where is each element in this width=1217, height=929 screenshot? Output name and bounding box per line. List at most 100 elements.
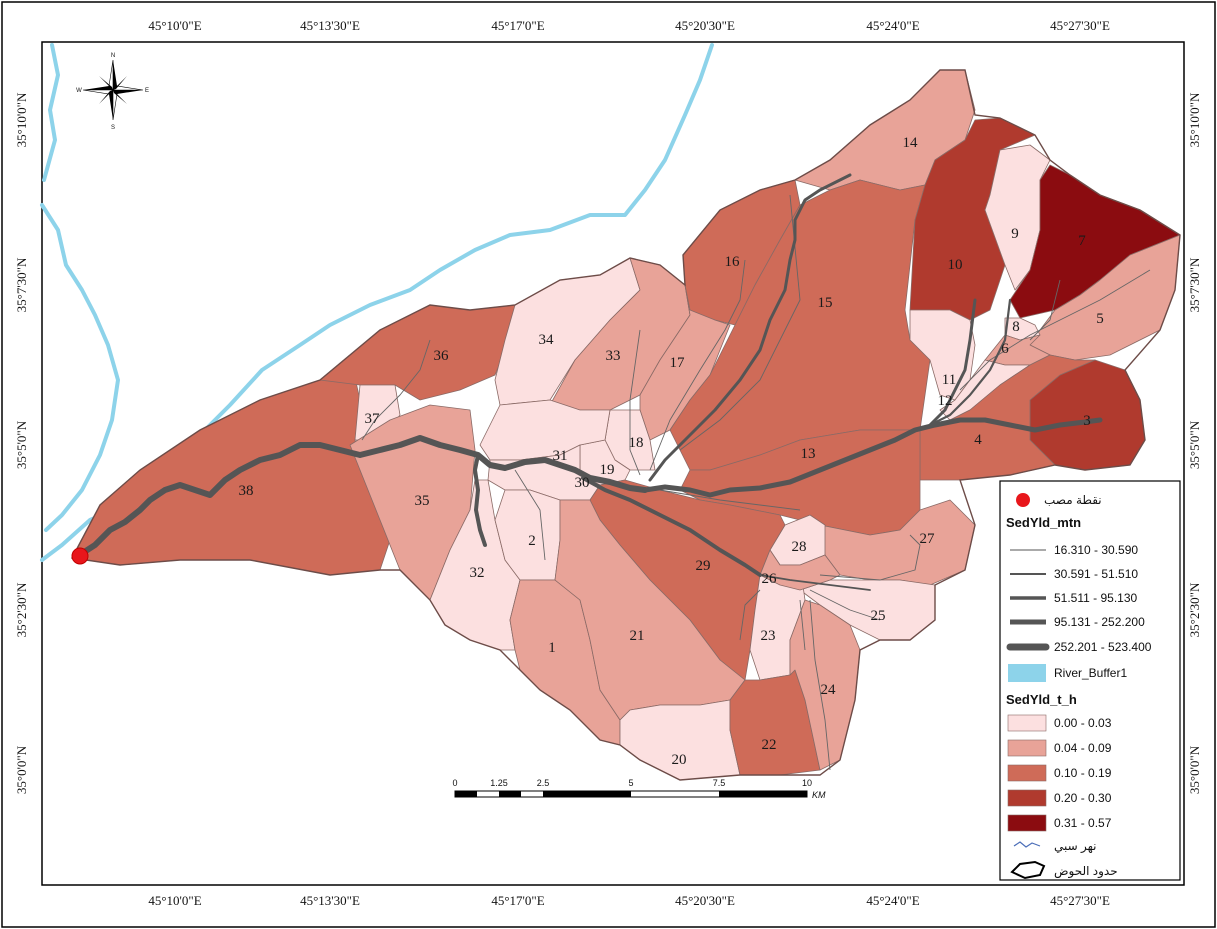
right-lat-label: 35°0'0"N xyxy=(1187,745,1202,794)
left-lat-label: 35°0'0"N xyxy=(14,745,29,794)
subbasin-label: 30 xyxy=(575,475,590,491)
bottom-lon-label: 45°27'30"E xyxy=(1050,893,1110,908)
legend-area-swatch xyxy=(1007,814,1047,832)
outlet-point xyxy=(71,547,89,565)
compass-n: N xyxy=(111,53,115,59)
subbasin-label: 24 xyxy=(821,682,837,698)
legend-stream-symbol xyxy=(1013,841,1041,848)
scale-tick: 1.25 xyxy=(490,778,508,788)
bottom-lon-label: 45°17'0"E xyxy=(491,893,544,908)
compass-e: E xyxy=(145,88,149,94)
subbasin-layer xyxy=(71,69,1181,781)
minor-streams xyxy=(361,194,1151,771)
subbasin-label: 5 xyxy=(1096,311,1104,327)
legend-basin-boundary-symbol xyxy=(1010,860,1046,880)
left-lat-label: 35°10'0"N xyxy=(14,92,29,147)
main-streams xyxy=(75,173,1103,591)
bottom-longitude-labels: 45°10'0"E 45°13'30"E 45°17'0"E 45°20'30"… xyxy=(148,893,1110,908)
subbasin-label: 18 xyxy=(629,435,644,451)
right-lat-label: 35°5'0"N xyxy=(1187,420,1202,469)
scale-unit: KM xyxy=(812,790,826,800)
subbasin-label: 9 xyxy=(1011,226,1019,242)
top-lon-label: 45°27'30"E xyxy=(1050,18,1110,33)
legend-sediment-area-title: SedYld_t_h xyxy=(1006,692,1077,707)
legend-river-buffer-swatch xyxy=(1008,664,1046,682)
subbasin-labels: 1 2 3 4 5 6 7 8 9 10 11 12 13 14 15 16 1… xyxy=(239,135,1104,768)
legend-line-class: 30.591 - 51.510 xyxy=(1054,567,1138,581)
compass-s: S xyxy=(111,125,115,131)
legend-area-class: 0.31 - 0.57 xyxy=(1054,816,1112,830)
subbasin-label: 34 xyxy=(539,332,555,348)
top-lon-label: 45°24'0"E xyxy=(866,18,919,33)
top-longitude-labels: 45°10'0"E 45°13'30"E 45°17'0"E 45°20'30"… xyxy=(148,18,1110,33)
legend-area-class: 0.10 - 0.19 xyxy=(1054,766,1112,780)
subbasin-label: 29 xyxy=(696,558,711,574)
subbasin-label: 11 xyxy=(942,372,956,388)
legend: نقطة مصب SedYld_mtn 16.310 - 30.590 30.5… xyxy=(999,480,1181,881)
top-lon-label: 45°20'30"E xyxy=(675,18,735,33)
subbasin-label: 15 xyxy=(818,295,833,311)
subbasin-label: 35 xyxy=(415,493,430,509)
scale-bar: 0 1.25 2.5 5 7.5 10 KM xyxy=(452,778,826,800)
left-lat-label: 35°2'30"N xyxy=(14,582,29,637)
legend-area-swatch xyxy=(1007,764,1047,782)
subbasin-label: 12 xyxy=(938,393,953,409)
subbasin-label: 37 xyxy=(365,411,381,427)
legend-area-class: 0.20 - 0.30 xyxy=(1054,791,1112,805)
subbasin-label: 31 xyxy=(553,448,568,464)
subbasin-label: 6 xyxy=(1001,341,1009,357)
subbasin-label: 1 xyxy=(548,640,556,656)
right-latitude-labels: 35°10'0"N 35°7'30"N 35°5'0"N 35°2'30"N 3… xyxy=(1187,92,1202,794)
subbasin-label: 14 xyxy=(903,135,919,151)
bottom-lon-label: 45°24'0"E xyxy=(866,893,919,908)
right-lat-label: 35°10'0"N xyxy=(1187,92,1202,147)
top-lon-label: 45°10'0"E xyxy=(148,18,201,33)
legend-sediment-line-title: SedYld_mtn xyxy=(1006,515,1081,530)
scale-tick: 7.5 xyxy=(713,778,726,788)
compass-w: W xyxy=(76,88,82,94)
left-lat-label: 35°7'30"N xyxy=(14,257,29,312)
subbasin-label: 17 xyxy=(670,355,686,371)
legend-outlet-label: نقطة مصب xyxy=(1044,493,1102,507)
bottom-lon-label: 45°13'30"E xyxy=(300,893,360,908)
subbasin-label: 20 xyxy=(672,752,687,768)
subbasin-label: 13 xyxy=(801,446,816,462)
scale-tick: 0 xyxy=(452,778,457,788)
legend-stream-label: نهر سبي xyxy=(1054,839,1097,854)
subbasin-label: 27 xyxy=(920,531,936,547)
basin-boundary xyxy=(70,69,1181,781)
north-arrow: N S E W xyxy=(76,53,149,131)
subbasin-label: 19 xyxy=(600,462,615,478)
legend-basin-boundary-label: حدود الحوض xyxy=(1054,864,1118,879)
subbasin-label: 32 xyxy=(470,565,485,581)
legend-line-class: 51.511 - 95.130 xyxy=(1054,591,1138,605)
legend-river-buffer-label: River_Buffer1 xyxy=(1054,666,1127,680)
right-lat-label: 35°2'30"N xyxy=(1187,582,1202,637)
subbasin-label: 28 xyxy=(792,539,807,555)
subbasin-label: 23 xyxy=(761,628,776,644)
legend-line-class: 16.310 - 30.590 xyxy=(1054,543,1138,557)
top-lon-label: 45°13'30"E xyxy=(300,18,360,33)
subbasin-label: 22 xyxy=(762,737,777,753)
subbasin-label: 36 xyxy=(434,348,450,364)
left-latitude-labels: 35°10'0"N 35°7'30"N 35°5'0"N 35°2'30"N 3… xyxy=(14,92,29,794)
bottom-lon-label: 45°10'0"E xyxy=(148,893,201,908)
subbasin-label: 10 xyxy=(948,257,963,273)
right-lat-label: 35°7'30"N xyxy=(1187,257,1202,312)
scale-tick: 2.5 xyxy=(537,778,550,788)
bottom-lon-label: 45°20'30"E xyxy=(675,893,735,908)
subbasin-label: 26 xyxy=(762,571,778,587)
legend-outlet-symbol xyxy=(1016,493,1030,507)
legend-area-swatch xyxy=(1007,739,1047,757)
subbasin-label: 21 xyxy=(630,628,645,644)
subbasin-26 xyxy=(759,549,841,591)
left-lat-label: 35°5'0"N xyxy=(14,420,29,469)
legend-line-class: 95.131 - 252.200 xyxy=(1054,615,1145,629)
subbasin-label: 25 xyxy=(871,608,886,624)
subbasin-label: 8 xyxy=(1012,319,1020,335)
scale-tick: 5 xyxy=(628,778,633,788)
subbasin-label: 4 xyxy=(974,432,982,448)
subbasin-label: 7 xyxy=(1078,233,1086,249)
subbasin-label: 2 xyxy=(528,533,536,549)
